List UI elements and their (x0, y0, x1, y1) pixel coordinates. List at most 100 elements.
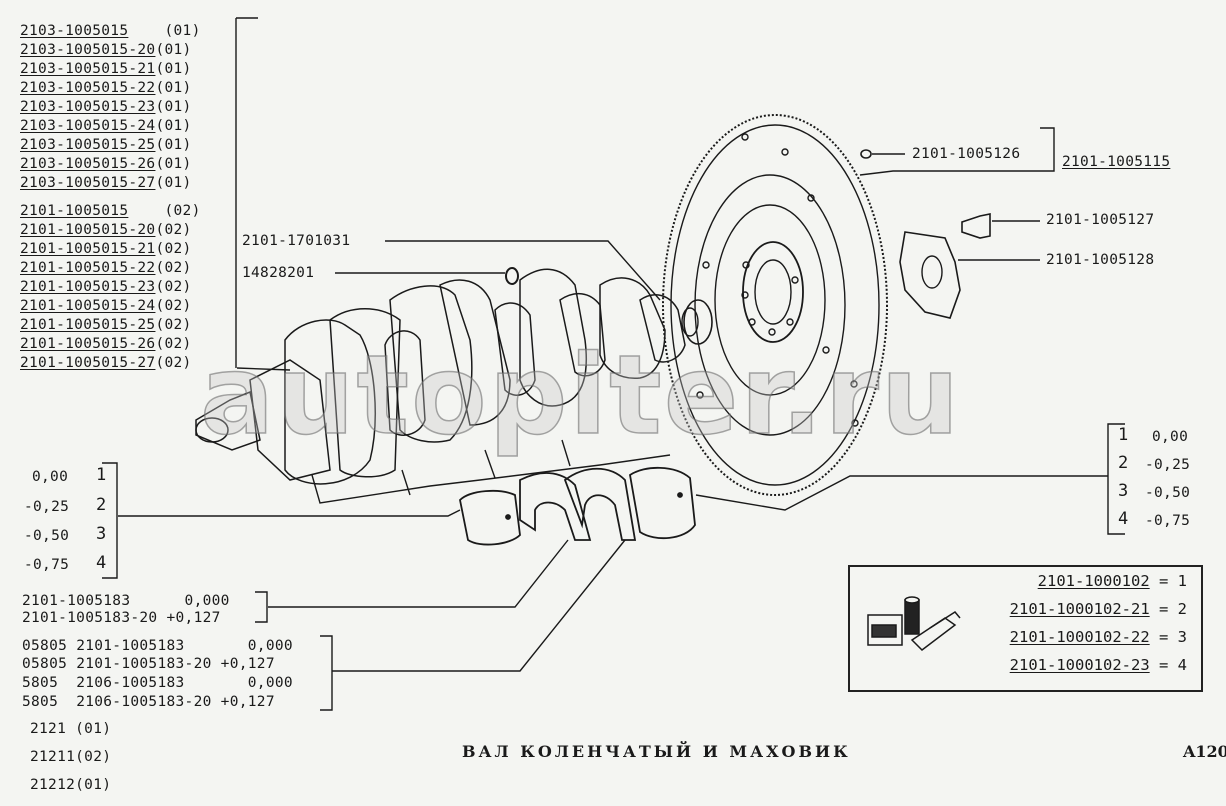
list-item[interactable]: 2103-1005015-20(01) (20, 41, 192, 59)
leader-thrust-1 (268, 539, 569, 608)
crankshaft-list-bracket (235, 17, 258, 368)
list-item[interactable]: 2103-1005015-23(01) (20, 98, 192, 116)
size-number: 2 (96, 495, 107, 515)
list-item[interactable]: 2101-1005183-20 +0,127 (22, 609, 221, 627)
small-bearing (505, 267, 519, 285)
callout-bearing[interactable]: 14828201 (242, 265, 315, 281)
leader-bearing-group (311, 454, 671, 504)
list-item[interactable]: 2101-1005015-21(02) (20, 240, 192, 258)
size-number: 2 (1118, 453, 1129, 473)
model-code: (01) (155, 99, 192, 115)
list-item[interactable]: 5805 2106-1005183 0,000 (22, 674, 293, 692)
part-number: 2101-1005183 (22, 593, 131, 609)
left-size-bracket (102, 462, 118, 579)
kit-number: 1 (1177, 572, 1187, 590)
list-item[interactable]: 2103-1005015-22(01) (20, 79, 192, 97)
bolt (961, 213, 991, 239)
callout-dowel[interactable]: 2101-1005126 (912, 146, 1021, 162)
model-code: (01) (155, 156, 192, 172)
watermark: autopiter.ru (199, 330, 962, 460)
callout-flywheel[interactable]: 2101-1005115 (1062, 154, 1171, 170)
model-item: 21212(01) (30, 777, 112, 793)
list-item[interactable]: 2101-1005015-20(02) (20, 221, 192, 239)
part-number: 2101-1005015 (20, 203, 129, 219)
page-title: ВАЛ КОЛЕНЧАТЫЙ И МАХОВИК (462, 742, 851, 761)
part-number: 2103-1005015-27 (20, 175, 156, 191)
part-number: 2103-1005015-23 (20, 99, 156, 115)
crankshaft (195, 268, 686, 485)
list-item[interactable]: 2103-1005015-25(01) (20, 136, 192, 154)
size-value: +0,127 (166, 610, 221, 626)
part-number: 2103-1005015-26 (20, 156, 156, 172)
list-item[interactable]: 2103-1005015-24(01) (20, 117, 192, 135)
list-item[interactable]: 2101-1005015 (02) (20, 202, 201, 220)
kit-number: 4 (1177, 656, 1187, 674)
size-value: -0,25 (1145, 457, 1191, 473)
callout-bolt[interactable]: 2101-1005127 (1046, 212, 1155, 228)
washer-plate (899, 231, 961, 319)
list-item[interactable]: 2101-1005015-22(02) (20, 259, 192, 277)
list-item[interactable]: 5805 2106-1005183-20 +0,127 (22, 693, 275, 711)
model-code: (01) (155, 175, 192, 191)
list-item[interactable]: 2103-1005015-27(01) (20, 174, 192, 192)
kit-number: 3 (1177, 628, 1187, 646)
part-number: 2101-1005015-27 (20, 355, 156, 371)
size-number: 1 (96, 465, 107, 485)
part-number: 2101-1005015-20 (20, 222, 156, 238)
kit-item[interactable]: 2101-1000102-23 = 4 (1009, 656, 1187, 674)
leader-flywheel (859, 127, 1055, 176)
list-item[interactable]: 05805 2101-1005183 0,000 (22, 637, 293, 655)
part-number: 2101-1000102-22 (1009, 628, 1150, 646)
part-number: 2101-1005015-22 (20, 260, 156, 276)
list-item[interactable]: 2101-1005015-27(02) (20, 354, 192, 372)
list-item[interactable]: 2103-1005015-21(01) (20, 60, 192, 78)
flywheel (662, 114, 888, 496)
size-value: 0,000 (184, 593, 230, 609)
list-item[interactable]: 05805 2101-1005183-20 +0,127 (22, 655, 275, 673)
size-value: 0,000 (247, 675, 293, 691)
list-item[interactable]: 2101-1005015-26(02) (20, 335, 192, 353)
size-number: 3 (1118, 481, 1129, 501)
part-number: 2101-1005015-24 (20, 298, 156, 314)
part-number: 2101-1005015-21 (20, 241, 156, 257)
leader-sprocket (385, 240, 661, 301)
part-number: 2103-1005015 (20, 23, 129, 39)
part-number: 2103-1005015-20 (20, 42, 156, 58)
part-prefix: 05805 (22, 656, 68, 672)
leader-right-sizes (695, 475, 1108, 511)
part-number: 2106-1005183-20 (76, 694, 212, 710)
model-code: (01) (155, 42, 192, 58)
list-item[interactable]: 2101-1005015-24(02) (20, 297, 192, 315)
model-code: (02) (155, 260, 192, 276)
callout-washer[interactable]: 2101-1005128 (1046, 252, 1155, 268)
size-number: 4 (1118, 509, 1129, 529)
callout-sprocket[interactable]: 2101-1701031 (242, 233, 351, 249)
list-item[interactable]: 2101-1005015-25(02) (20, 316, 192, 334)
bearing-shells (459, 466, 696, 546)
list-item[interactable]: 2103-1005015-26(01) (20, 155, 192, 173)
repair-kit-box: 2101-1000102 = 1 2101-1000102-21 = 2 210… (848, 565, 1203, 692)
part-number: 2106-1005183 (76, 675, 185, 691)
list-item[interactable]: 2101-1005183 0,000 (22, 592, 230, 610)
kit-number: 2 (1177, 600, 1187, 618)
model-code: (01) (155, 118, 192, 134)
list-item[interactable]: 2101-1005015-23(02) (20, 278, 192, 296)
part-number: 2101-1005183-20 (76, 656, 212, 672)
right-size-bracket (1107, 423, 1125, 535)
leader-crankshaft (236, 367, 291, 371)
kit-item[interactable]: 2101-1000102-22 = 3 (1009, 628, 1187, 646)
kit-item[interactable]: 2101-1000102-21 = 2 (1009, 600, 1187, 618)
pilot-bearing (683, 299, 713, 345)
size-value: -0,75 (1145, 513, 1191, 529)
size-value: +0,127 (220, 656, 275, 672)
model-code: (02) (155, 222, 192, 238)
model-code: (01) (155, 80, 192, 96)
list-item[interactable]: 2103-1005015 (01) (20, 22, 201, 40)
model-item: 21211(02) (30, 749, 112, 765)
part-prefix: 5805 (22, 694, 59, 710)
part-number: 2103-1005015-25 (20, 137, 156, 153)
kit-item[interactable]: 2101-1000102 = 1 (1037, 572, 1187, 590)
model-code: (02) (155, 317, 192, 333)
model-code: (01) (155, 137, 192, 153)
